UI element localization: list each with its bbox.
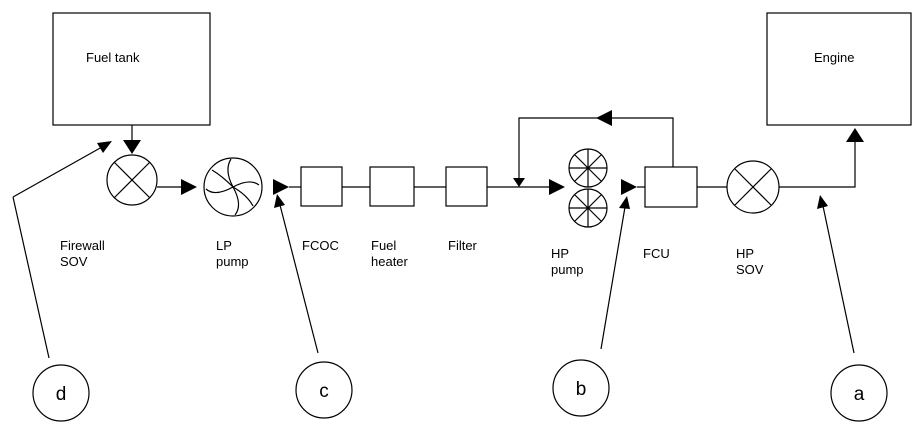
fuel-tank-label: Fuel tank (86, 50, 140, 65)
leader-arrow-a (817, 195, 828, 209)
fcu-label: FCU (643, 246, 670, 261)
svg-text:b: b (576, 379, 587, 400)
engine-inlet-arrow (846, 128, 864, 142)
leader-arrow-c (274, 194, 285, 208)
svg-text:d: d (56, 384, 67, 405)
leader-arrow-b (619, 196, 630, 209)
firewall-sov-valve (106, 154, 158, 206)
fcoc-label: FCOC (302, 238, 339, 253)
fuel-heater-box (369, 166, 415, 207)
flow-arrow-hp-outlet (621, 179, 637, 195)
callout-a: a (830, 364, 888, 422)
fuel-tank: Fuel tank (52, 12, 211, 126)
svg-text:a: a (854, 384, 865, 405)
callout-b: b (552, 359, 610, 417)
fcu-box (644, 166, 698, 208)
filter-label: Filter (448, 238, 478, 253)
hp-sov-label: HP SOV (736, 246, 764, 277)
lp-pump (203, 157, 263, 217)
svg-text:c: c (319, 381, 329, 402)
hp-pump-label: HP pump (551, 246, 584, 277)
callout-c: c (295, 361, 353, 419)
recirculation-arrow-top (596, 110, 612, 126)
fuel-heater-label: Fuel heater (371, 238, 409, 269)
fcoc-box (300, 166, 343, 207)
engine: Engine (766, 12, 912, 126)
hp-sov-valve (726, 160, 780, 214)
tank-outlet-arrow (123, 140, 141, 154)
leader-arrow-d (97, 141, 112, 153)
filter-box (445, 166, 488, 207)
engine-label: Engine (814, 50, 854, 65)
flow-arrow-lp-outlet (273, 179, 289, 195)
firewall-sov-label: Firewall SOV (60, 238, 108, 269)
hp-pump (568, 148, 608, 228)
leader-line-b (600, 206, 626, 350)
flow-arrow-hp-inlet (549, 179, 565, 195)
leader-line-d (12, 146, 103, 198)
leader-line-d (12, 196, 50, 359)
recirculation-arrow-down (513, 178, 525, 187)
flow-arrow-lp-inlet (181, 179, 197, 195)
callout-d: d (32, 364, 90, 422)
leader-line-a (822, 205, 855, 354)
lp-pump-label: LP pump (216, 238, 249, 269)
pipe-hpsov-engine (779, 142, 856, 188)
leader-line-c (279, 204, 319, 354)
